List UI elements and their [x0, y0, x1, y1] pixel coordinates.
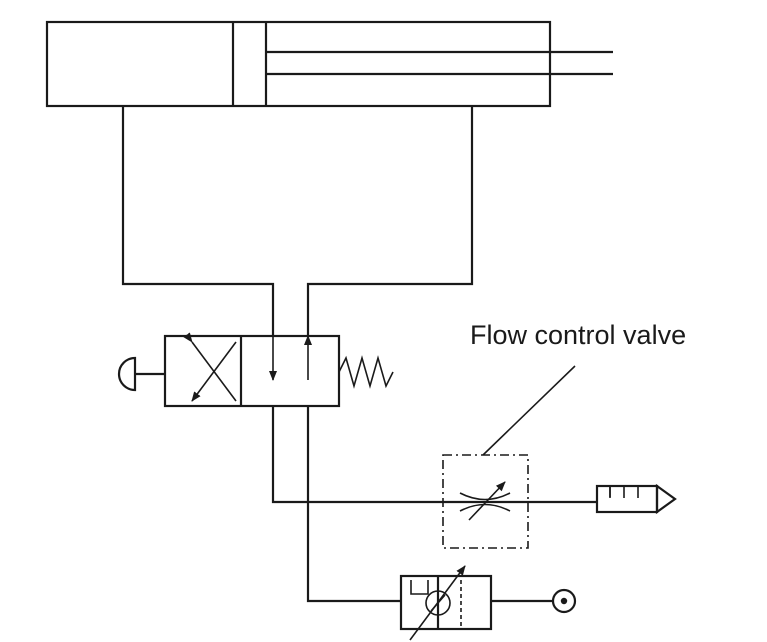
service-unit-body: [399, 574, 493, 631]
leader-line: [482, 365, 576, 456]
valve-body: [163, 334, 341, 408]
double-acting-cylinder: [45, 20, 613, 108]
air-service-unit: [399, 565, 553, 641]
pressure-source-dot: [560, 597, 568, 605]
pressure-source-icon: [551, 588, 577, 614]
throttle-upper-arc: [459, 492, 511, 501]
cylinder-supply-lines: [121, 106, 474, 336]
pressure-source: [551, 588, 577, 614]
adjustable-arrow-icon: [468, 481, 506, 521]
flow-control-valve-label: Flow control valve: [470, 320, 686, 350]
throttle-lower-arc: [459, 503, 511, 512]
right-port-line: [306, 106, 474, 336]
cylinder-barrel: [45, 20, 552, 108]
flow-control-valve: [442, 454, 529, 549]
exhaust-line: [271, 406, 597, 504]
cross-arrow-up: [191, 341, 237, 402]
exhaust-silencer: [595, 483, 677, 515]
directional-control-valve: [117, 332, 394, 408]
flow-control-callout: Flow control valve: [470, 320, 686, 456]
silencer-body: [595, 484, 659, 514]
silencer-triangle: [655, 483, 677, 515]
regulator-icon: [425, 590, 451, 616]
spring-return-icon: [338, 355, 394, 389]
adjust-arrow-icon: [409, 565, 466, 641]
exhaust-pipe: [271, 406, 597, 504]
left-port-line: [121, 106, 275, 336]
push-button-icon: [117, 356, 137, 392]
supply-pipe: [306, 406, 401, 603]
flow-control-enclosure: [442, 454, 529, 549]
filter-bracket: [410, 580, 429, 595]
supply-line: [306, 406, 401, 603]
